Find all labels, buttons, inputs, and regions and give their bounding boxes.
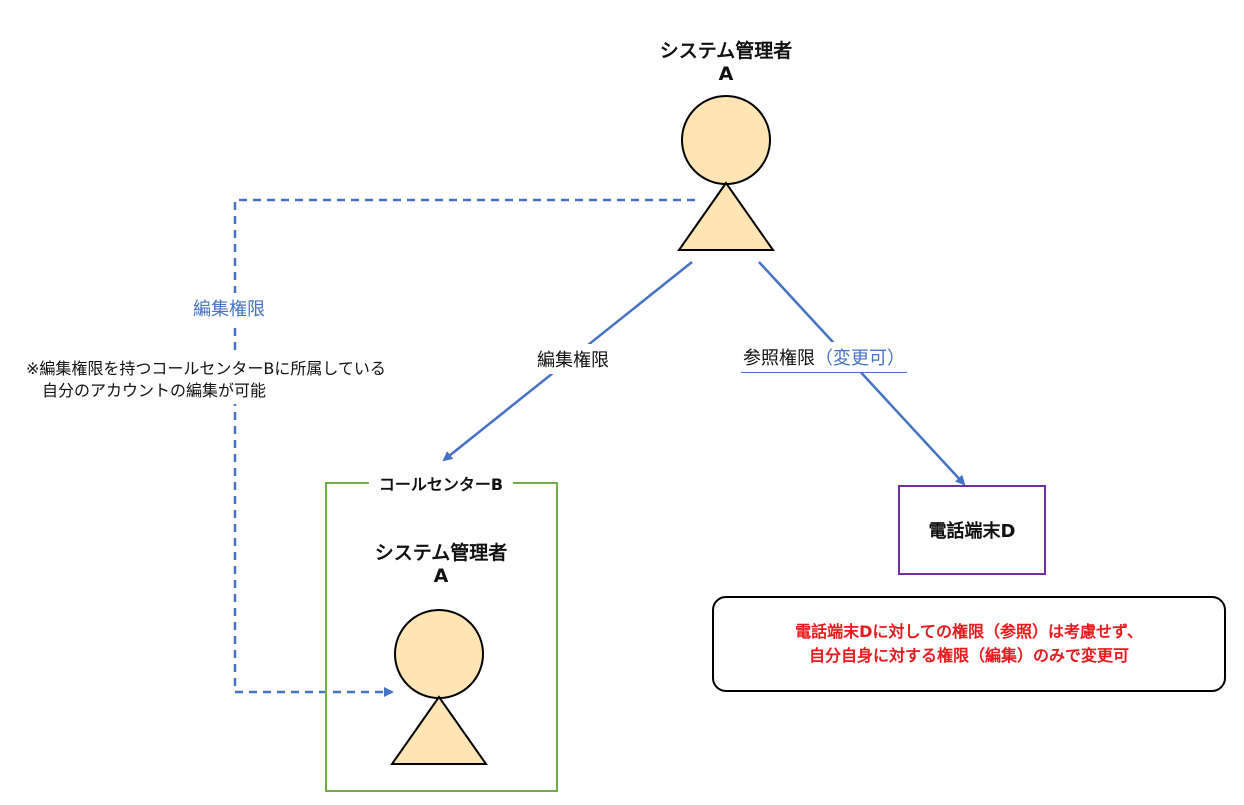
- admin-top-id: A: [718, 63, 734, 85]
- device-label: 電話端末D: [928, 521, 1016, 542]
- callout-line2: 自分自身に対する権限（編集）のみで変更可: [808, 646, 1129, 665]
- reference-label-suffix: （変更可）: [815, 348, 905, 369]
- reference-arrow: [758, 261, 966, 486]
- device-box: 電話端末D: [898, 485, 1046, 575]
- admin-inner-name: システム管理者: [374, 542, 508, 564]
- edit-left-label: 編集権限: [193, 293, 265, 323]
- edit-note-line1: ※編集権限を持つコールセンターBに所属している: [26, 359, 386, 378]
- admin-top-label: システム管理者 A: [660, 40, 792, 86]
- edit-center-label: 編集権限: [535, 344, 611, 374]
- callout-box: 電話端末Dに対しての権限（参照）は考慮せず、 自分自身に対する権限（編集）のみで…: [712, 596, 1226, 692]
- edit-note: ※編集権限を持つコールセンターBに所属している 自分のアカウントの編集が可能: [22, 356, 390, 404]
- reference-label: 参照権限（変更可）: [741, 342, 907, 373]
- admin-top-actor-icon: [677, 95, 775, 251]
- reference-label-main: 参照権限: [743, 348, 815, 369]
- admin-inner-label: システム管理者 A: [375, 542, 507, 588]
- call-center-group: [325, 482, 558, 792]
- admin-top-name: システム管理者: [659, 40, 793, 62]
- call-center-title: コールセンターB: [368, 471, 514, 495]
- admin-inner-actor-icon: [390, 609, 488, 765]
- edit-left-dashed-connector: [233, 198, 695, 697]
- callout-line1: 電話端末Dに対しての権限（参照）は考慮せず、: [795, 622, 1143, 641]
- edit-note-line2: 自分のアカウントの編集が可能: [42, 381, 267, 400]
- admin-inner-id: A: [433, 565, 449, 587]
